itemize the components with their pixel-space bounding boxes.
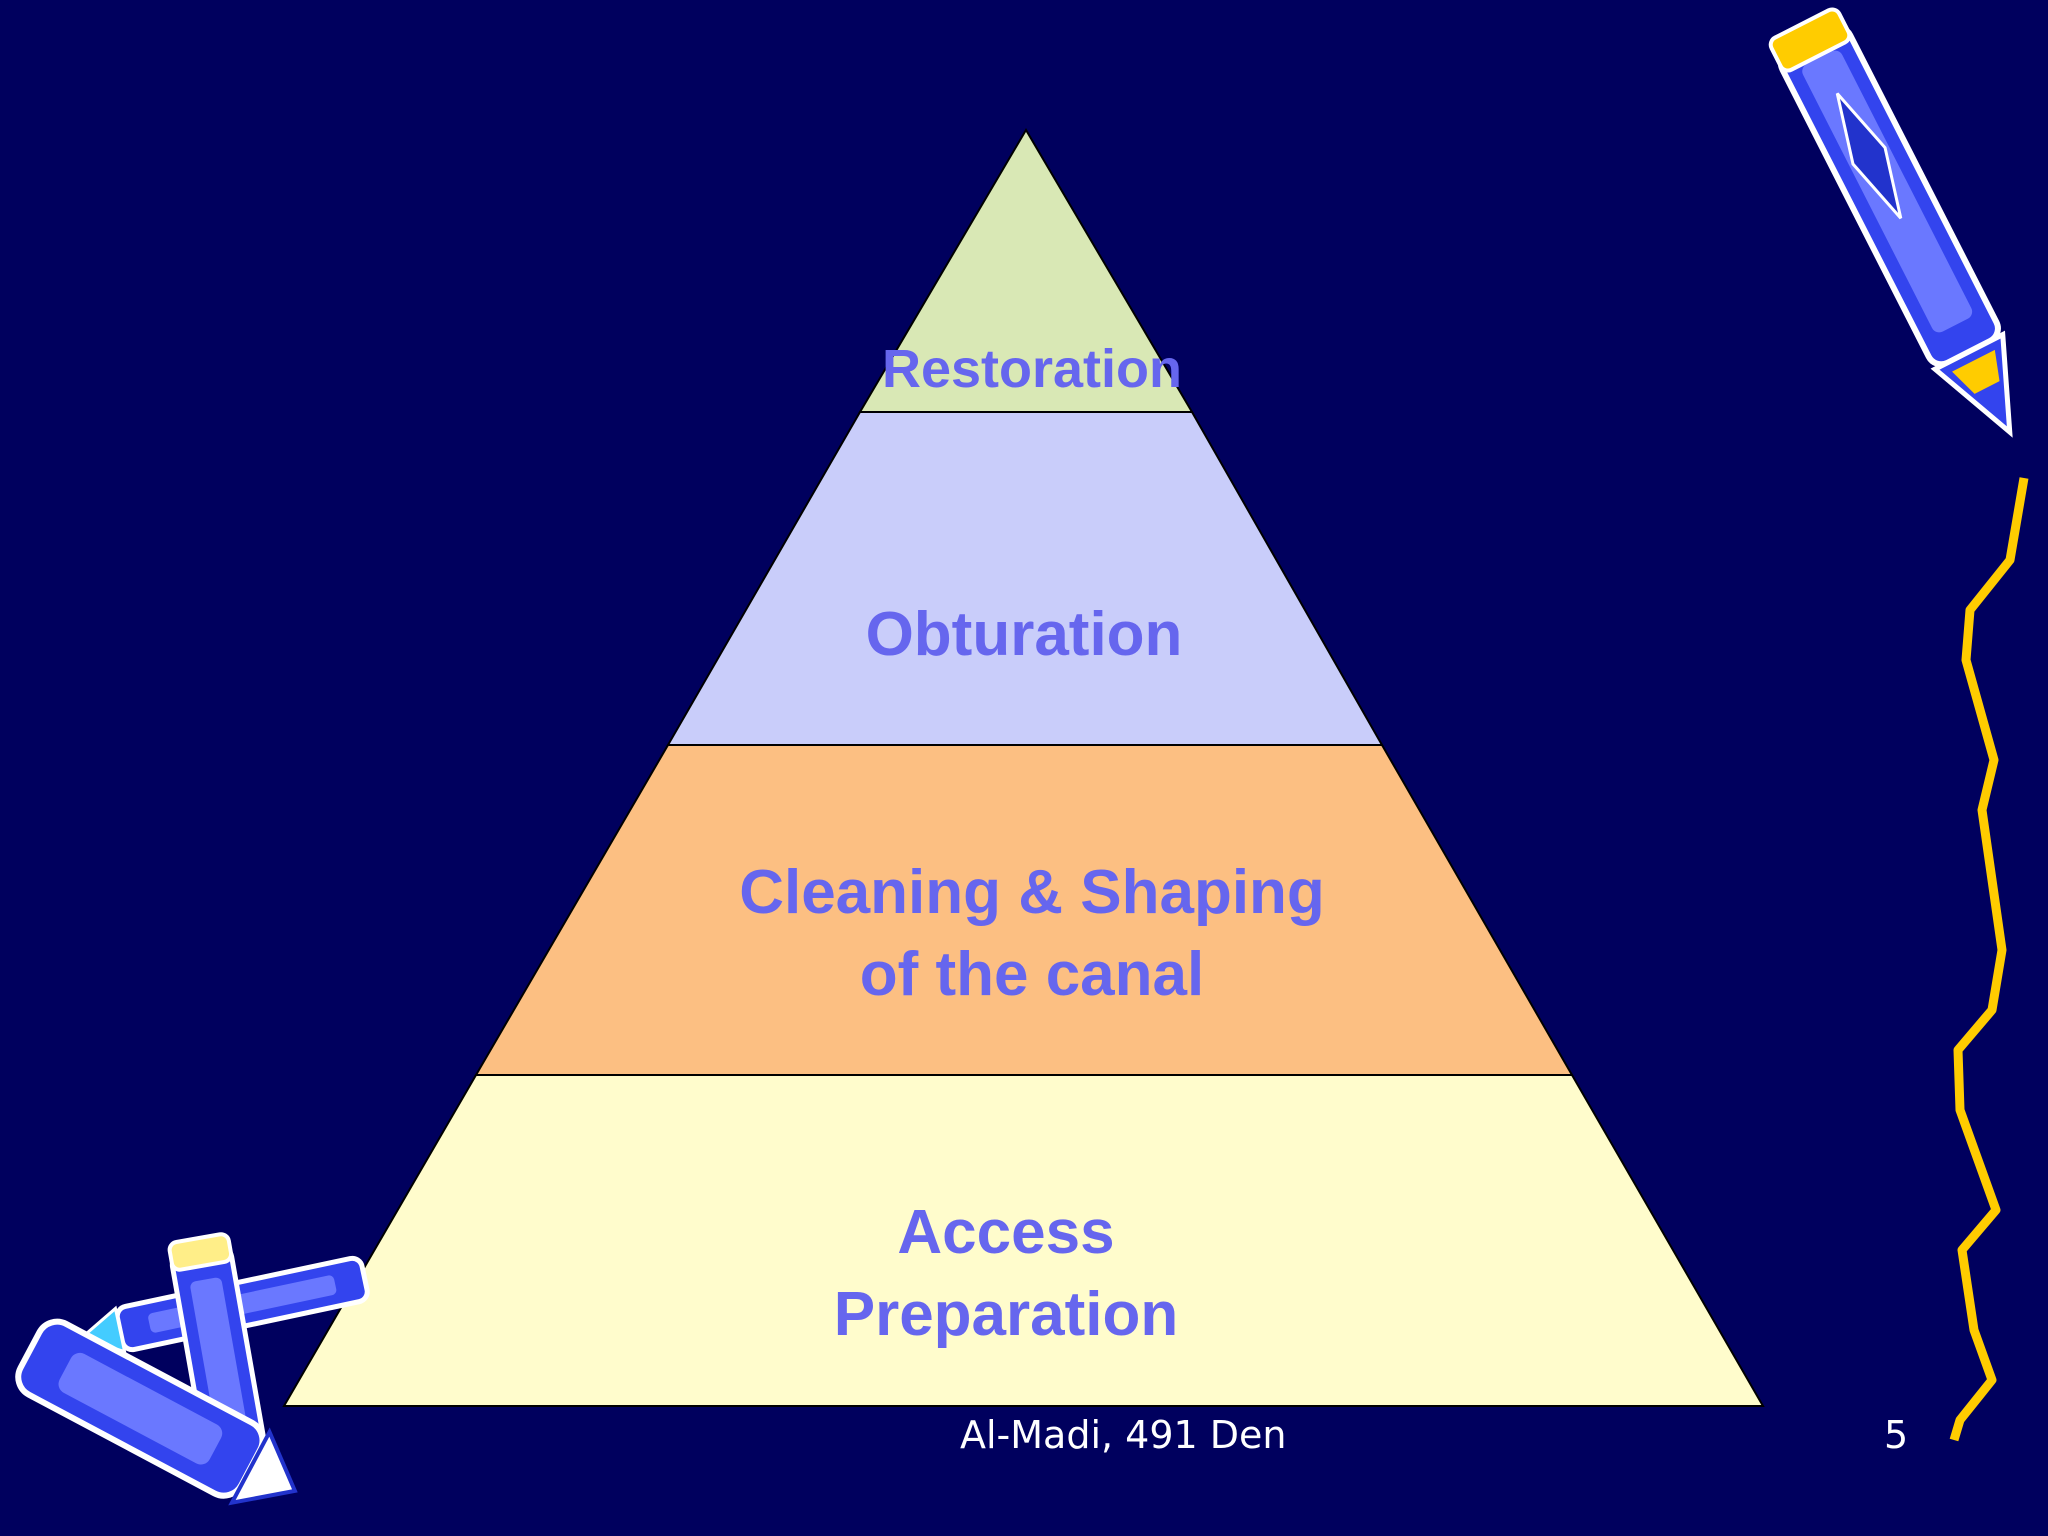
slide-number: 5	[1884, 1413, 1909, 1457]
squiggle-line	[1949, 477, 2029, 1442]
label-access-line2: Preparation	[834, 1280, 1179, 1349]
footer-text: Al-Madi, 491 Den	[960, 1413, 1287, 1457]
pyramid-layer-obturation	[666, 411, 1384, 746]
label-cleaning-shaping-line2: of the canal	[860, 940, 1205, 1009]
label-restoration: Restoration	[882, 339, 1182, 399]
pen-clipart-icon	[1768, 7, 2013, 438]
label-cleaning-shaping-line1: Cleaning & Shaping	[739, 858, 1325, 927]
pyramid-diagram: Restoration Obturation Cleaning & Shapin…	[282, 128, 1765, 1407]
label-obturation: Obturation	[866, 600, 1183, 669]
crayons-clipart-icon	[15, 1232, 370, 1506]
label-access-line1: Access	[897, 1198, 1114, 1267]
